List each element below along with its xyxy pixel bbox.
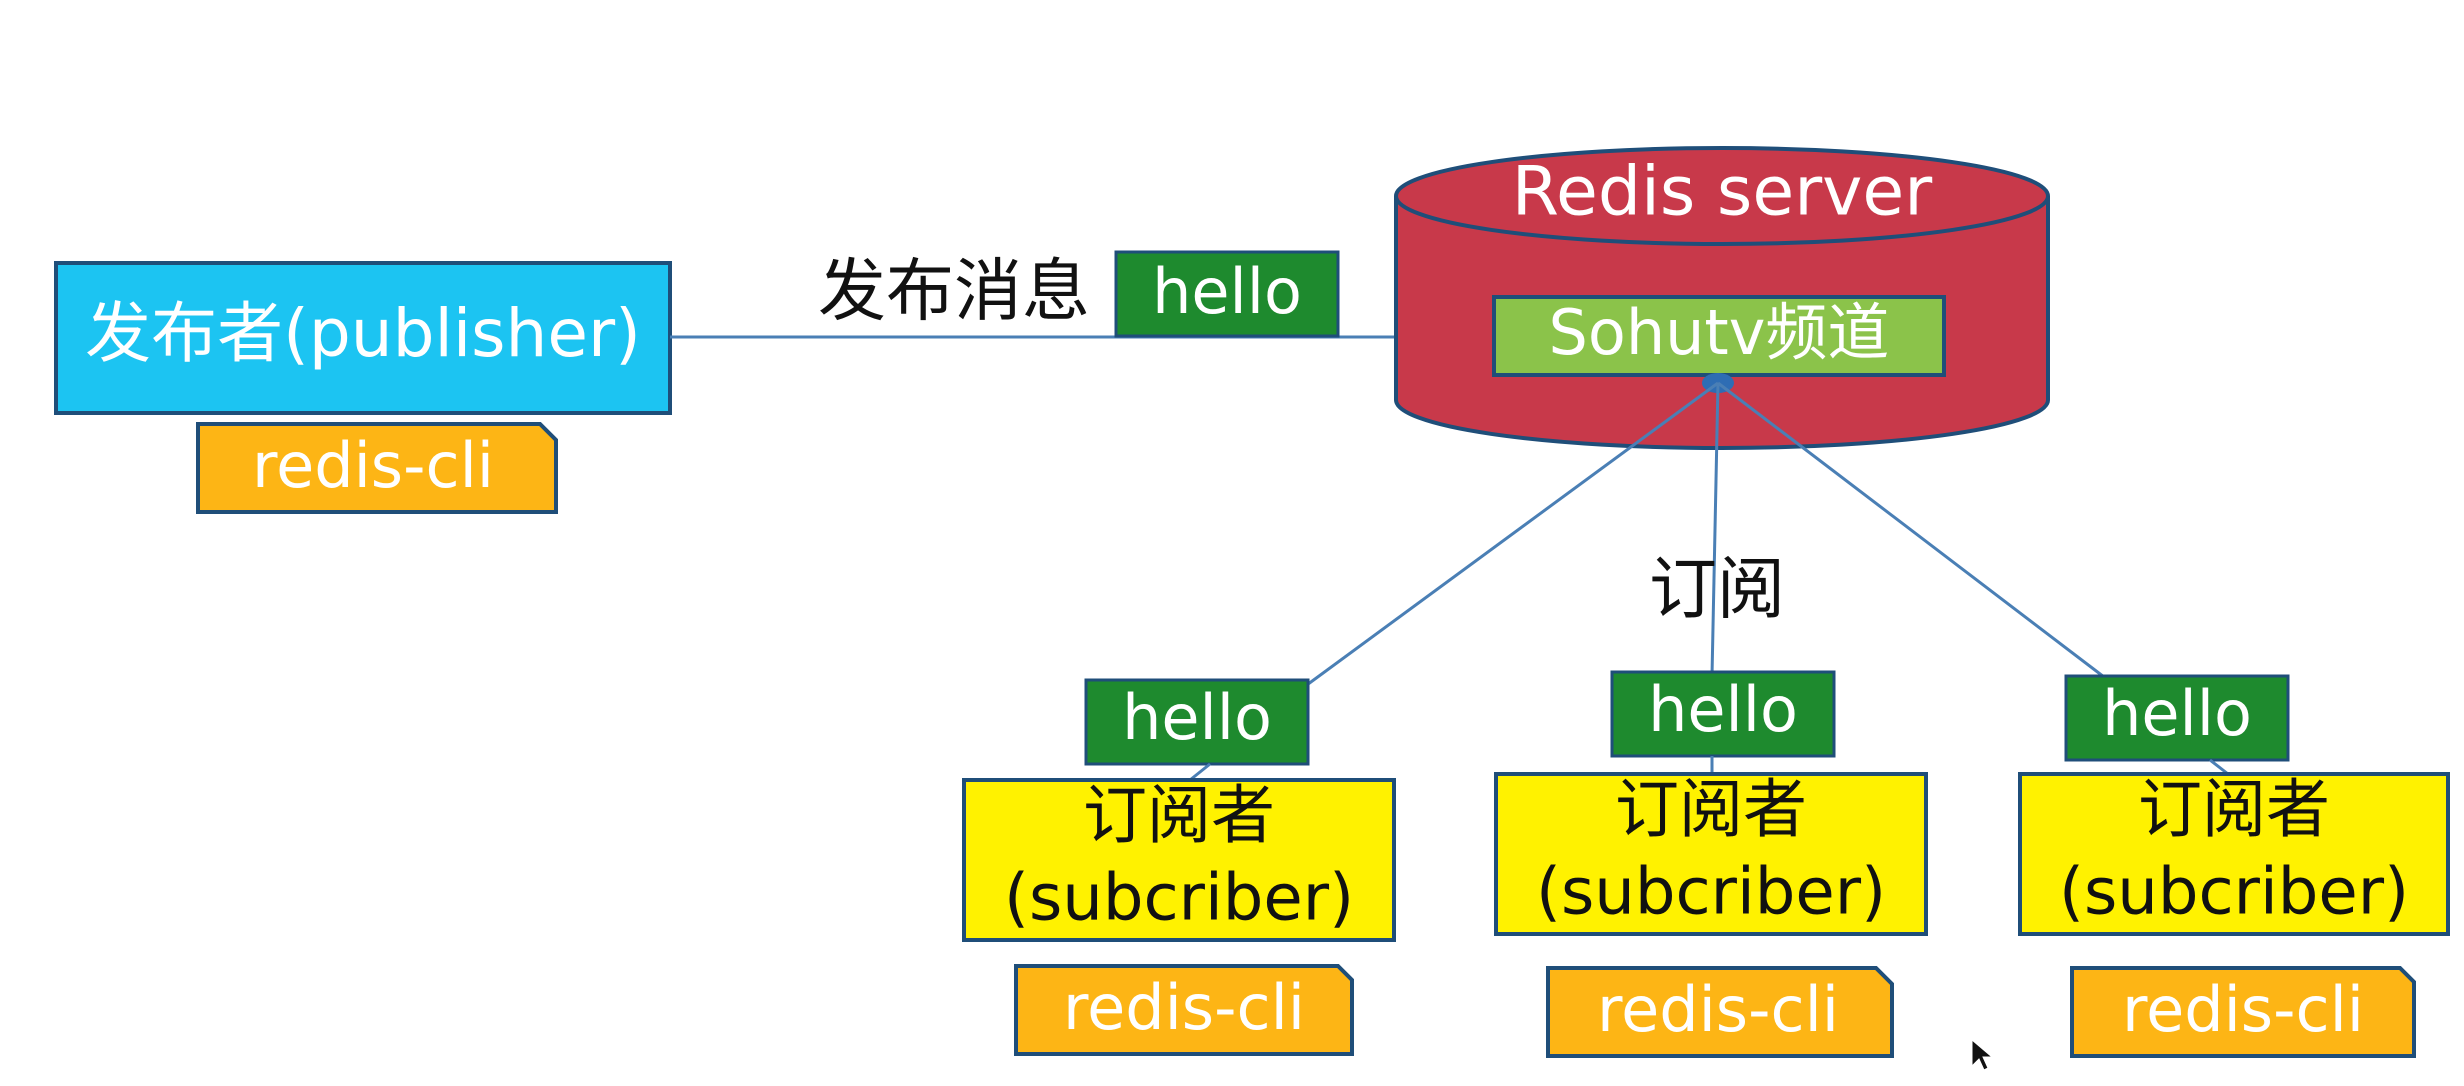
subscribe-connector-1	[1299, 381, 1719, 692]
mouse-pointer-icon	[1971, 1038, 1994, 1071]
subscriber-1-label-line1: 订阅者	[1083, 780, 1275, 854]
server-label: Redis server	[1512, 153, 1932, 232]
subscriber-1-message-text: hello	[1122, 681, 1272, 754]
subscriber-3: hello 订阅者 (subcriber) redis-cli	[2018, 674, 2450, 1058]
subscriber-3-label-line1: 订阅者	[2138, 774, 2330, 848]
subscriber-3-client-label: redis-cli	[2122, 973, 2364, 1046]
publish-label: 发布消息	[818, 253, 1090, 332]
subscriber-2-message-text: hello	[1648, 673, 1798, 746]
subscriber-2-box	[1494, 772, 1928, 936]
subscriber-1-label-line2: (subcriber)	[1004, 862, 1354, 936]
publish-message-box	[1114, 250, 1340, 338]
subscriber-2-client-label: redis-cli	[1597, 973, 1839, 1046]
subscriber-1-client-tab	[1014, 964, 1354, 1056]
subscribe-label: 订阅	[1649, 551, 1785, 630]
subscriber-3-message-box	[2064, 674, 2290, 762]
publisher-box	[54, 261, 672, 415]
subscriber-1-link	[1189, 762, 1211, 782]
subscriber-3-client-tab	[2070, 966, 2416, 1058]
subscribe-connector-3	[1717, 381, 2109, 682]
subscriber-2-label-line2: (subcriber)	[1536, 856, 1886, 930]
subscriber-1-message-box	[1084, 678, 1310, 766]
subscriber-1: hello 订阅者 (subcriber) redis-cli	[962, 678, 1396, 1056]
subscriber-2-message-box	[1610, 670, 1836, 758]
subscriber-2-label-line1: 订阅者	[1615, 774, 1807, 848]
subscriber-3-box	[2018, 772, 2450, 936]
server-cylinder-top	[1394, 146, 2050, 246]
subscriber-1-client-label: redis-cli	[1063, 971, 1305, 1044]
channel-label: Sohutv频道	[1549, 296, 1890, 369]
subscriber-2: hello 订阅者 (subcriber) redis-cli	[1494, 670, 1928, 1058]
subscriber-3-message-text: hello	[2102, 677, 2252, 750]
publisher-label: 发布者(publisher)	[85, 295, 641, 372]
subscriber-2-client-tab	[1546, 966, 1894, 1058]
subscribe-connector-2	[1710, 382, 1720, 677]
subscriber-1-box	[962, 778, 1396, 942]
channel-box	[1492, 295, 1946, 377]
publisher-client-label: redis-cli	[252, 429, 494, 502]
subscriber-3-link	[2209, 758, 2229, 776]
publisher-client-tab	[196, 422, 558, 514]
publish-message-text: hello	[1152, 255, 1302, 328]
subscriber-3-label-line2: (subcriber)	[2059, 856, 2409, 930]
